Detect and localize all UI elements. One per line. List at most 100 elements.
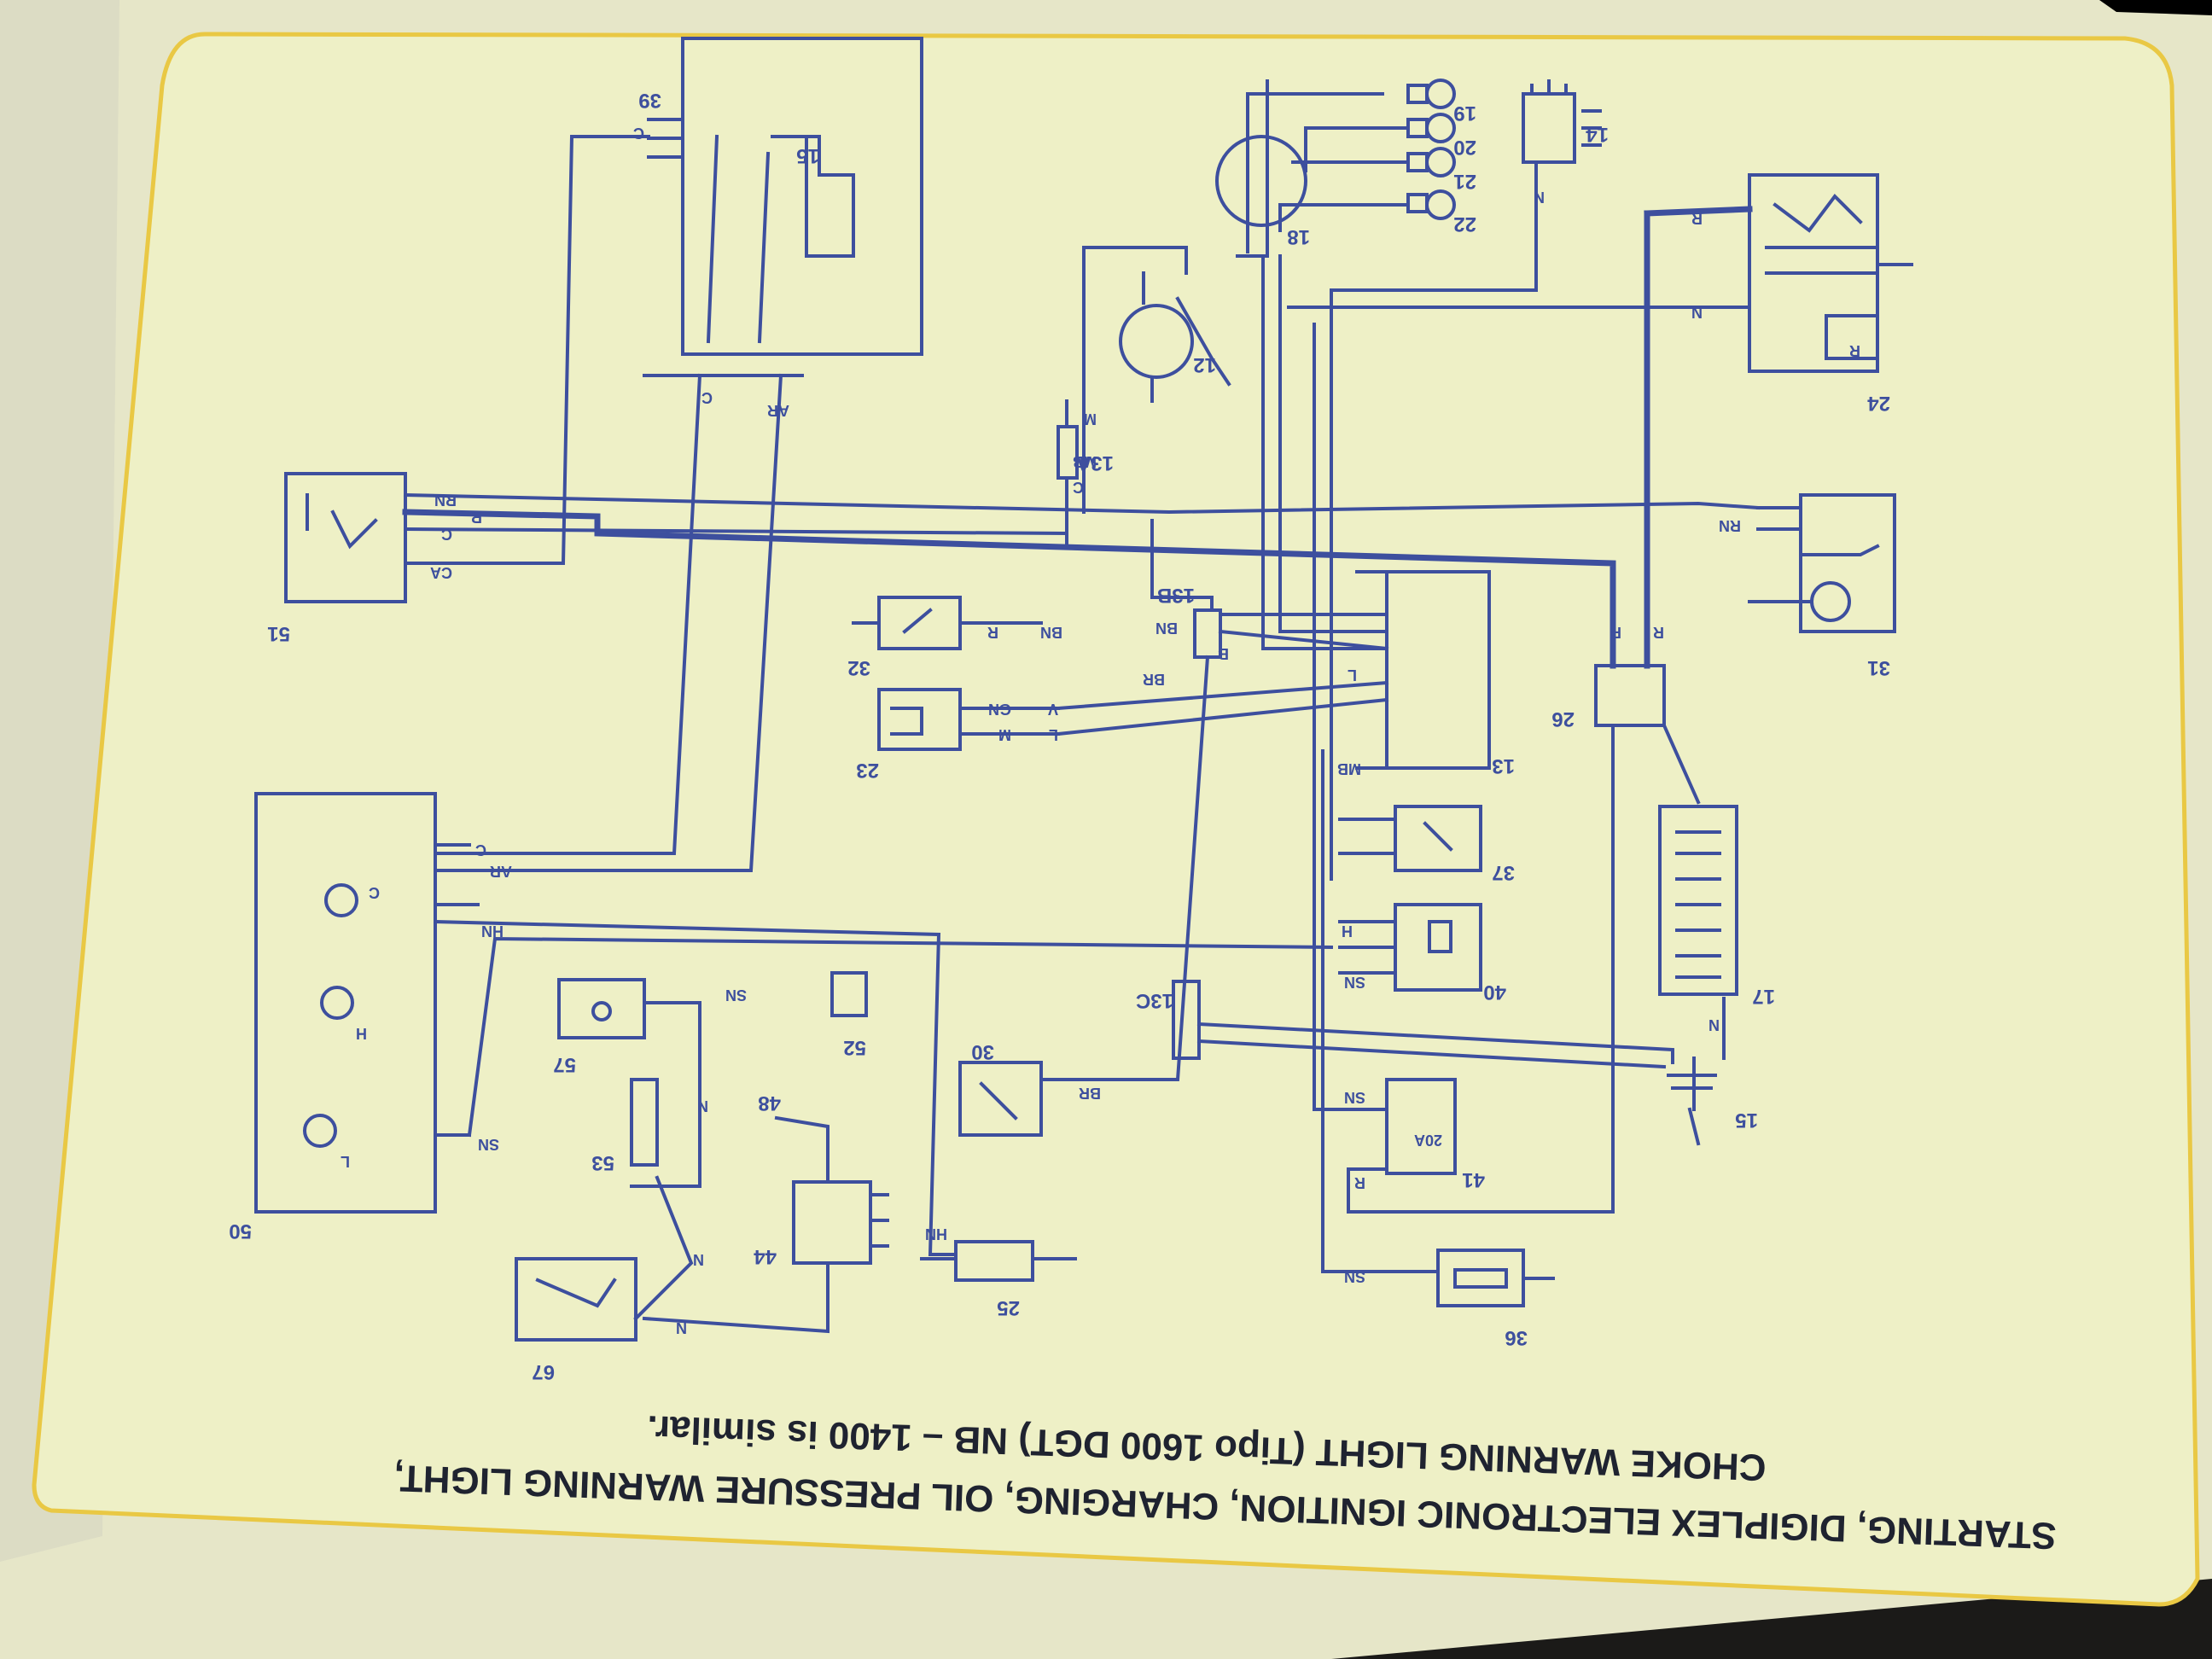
label-48: 48: [758, 1091, 781, 1115]
wire-code: R: [1653, 624, 1664, 641]
wire-code: H: [1342, 923, 1353, 940]
fuse-rating: 20A: [1414, 1132, 1442, 1149]
wire-code: M: [998, 726, 1011, 743]
component-41-fuse-box: [1385, 1078, 1457, 1175]
wire-code: BN: [1040, 624, 1062, 641]
wire-code: R: [987, 624, 998, 641]
wiring: [402, 135, 1761, 1334]
component-24-alternator: [1748, 173, 1913, 373]
wire-code: BR: [1079, 1085, 1101, 1102]
label-12: 12: [1193, 353, 1216, 376]
wire-code: R: [1610, 624, 1621, 641]
label-57: 57: [553, 1053, 576, 1076]
label-21: 21: [1453, 170, 1476, 193]
wire-code: RN: [434, 492, 457, 509]
wire-code: BN: [1155, 620, 1178, 637]
lamp-label: L: [341, 1153, 350, 1170]
top-shadow: [2099, 0, 2212, 15]
wire-code: N: [1534, 189, 1545, 206]
component-23: [877, 688, 1060, 751]
label-13: 13: [1492, 754, 1515, 777]
wire-code: R: [471, 509, 482, 526]
label-52: 52: [843, 1036, 866, 1059]
label-40: 40: [1483, 981, 1506, 1004]
wire-code: R: [1354, 1174, 1365, 1191]
label-37: 37: [1492, 861, 1515, 884]
component-39-box: [643, 37, 923, 377]
lamp-label: C: [369, 884, 380, 901]
wire-code: MB: [1337, 760, 1361, 777]
component-50-instrument-cluster: [254, 792, 480, 1214]
wire-code: N: [676, 1319, 687, 1336]
label-26: 26: [1551, 707, 1575, 731]
wire-code: SN: [1344, 1268, 1365, 1285]
label-13b: 13B: [1157, 584, 1195, 607]
wire-code: N: [1691, 304, 1703, 321]
label-51: 51: [267, 622, 290, 645]
component-44: [792, 1180, 889, 1265]
label-67: 67: [532, 1360, 555, 1383]
wire-code: SN: [1344, 1089, 1365, 1106]
wire-code: C: [441, 526, 452, 543]
label-22: 22: [1453, 212, 1476, 236]
wire-code: BR: [1143, 671, 1165, 688]
diagram-panel: [32, 32, 2200, 1607]
wire-code: CA: [430, 564, 452, 581]
label-13c: 13C: [1136, 989, 1173, 1012]
wire-code: SN: [725, 987, 747, 1004]
component-31-starter: [1748, 493, 1896, 633]
wire-code: V: [1048, 701, 1058, 718]
component-53: [630, 1078, 659, 1167]
label-19: 19: [1453, 102, 1476, 125]
wire-code: C: [1073, 479, 1084, 496]
label-50: 50: [229, 1220, 252, 1243]
component-36: [1436, 1249, 1555, 1307]
label-14: 14: [1586, 123, 1609, 146]
wire-code: SN: [478, 1136, 499, 1153]
wire-code: C: [633, 125, 644, 142]
wire-code: N: [693, 1251, 704, 1268]
wire-code: AR: [767, 402, 789, 419]
label-53: 53: [591, 1151, 614, 1174]
component-37: [1394, 805, 1482, 872]
wire-code: HN: [481, 923, 504, 940]
label-44: 44: [754, 1245, 777, 1268]
wire-code: L: [1049, 726, 1058, 743]
label-13a: 13A: [1076, 451, 1114, 474]
wire-code: HN: [925, 1225, 947, 1243]
label-23: 23: [856, 759, 879, 782]
wire-code: N: [697, 1097, 708, 1115]
component-57: [557, 978, 646, 1039]
label-31: 31: [1867, 656, 1890, 679]
wire-code: L: [1348, 667, 1357, 684]
component-17-battery: [1658, 805, 1738, 996]
component-13-control-unit: [1355, 570, 1491, 770]
component-12-ignition-switch: [1082, 246, 1231, 514]
wire-code: RN: [1719, 517, 1741, 534]
label-17: 17: [1752, 985, 1775, 1008]
wire-code: B: [1218, 645, 1229, 662]
component-30: [958, 1061, 1043, 1137]
wire-code: GN: [988, 701, 1011, 718]
label-20: 20: [1453, 136, 1476, 159]
label-39: 39: [638, 89, 661, 112]
wire-code: MB: [1073, 453, 1097, 470]
label-41: 41: [1462, 1168, 1485, 1191]
regulator-label: R: [1849, 342, 1860, 359]
lamp-label: H: [356, 1025, 367, 1042]
component-26-relay: [1594, 664, 1666, 727]
component-32: [852, 596, 1043, 650]
component-15-ground: [1667, 1057, 1717, 1146]
wire-code: R: [1691, 210, 1703, 227]
component-51: [284, 472, 407, 603]
label-15-ign: 15: [796, 144, 819, 167]
wire-code: AR: [490, 863, 512, 880]
component-18-distributor: [1215, 79, 1456, 258]
wire-code: SN: [1344, 974, 1365, 991]
wire-code: C: [475, 841, 486, 859]
label-15: 15: [1735, 1109, 1758, 1132]
component-52: [830, 971, 868, 1017]
label-25: 25: [997, 1296, 1020, 1319]
wire-code: C: [701, 389, 713, 406]
